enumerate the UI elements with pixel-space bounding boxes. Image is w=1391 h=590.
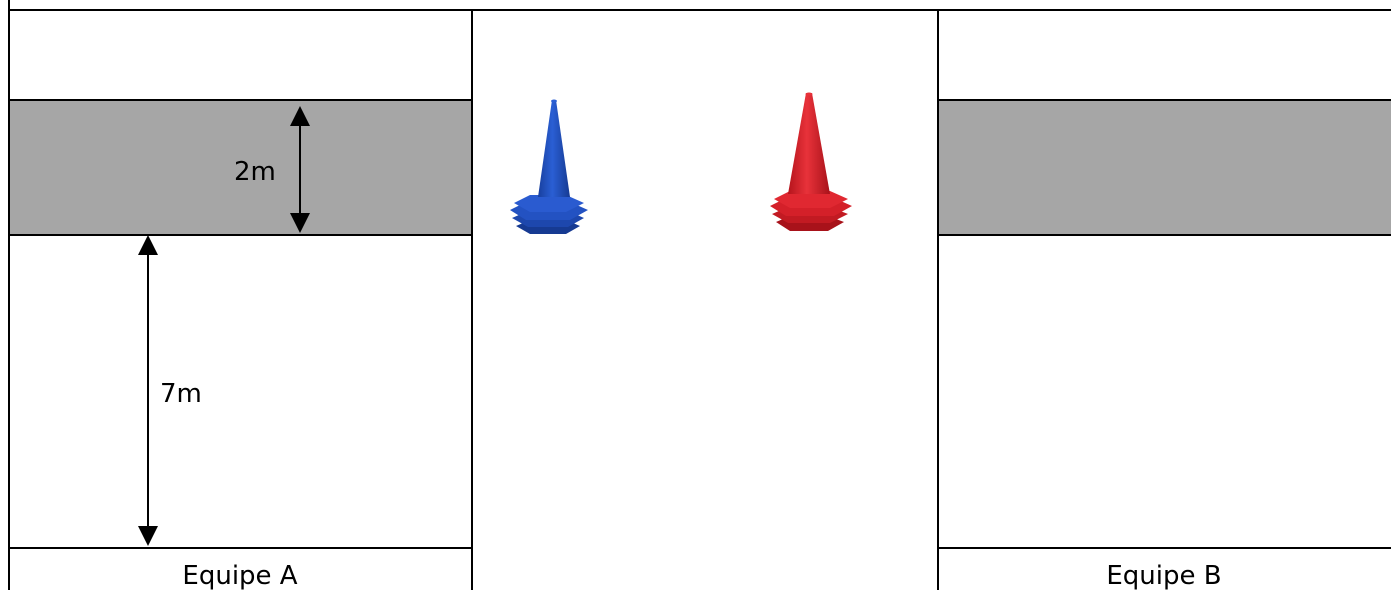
table-grid <box>9 0 1391 590</box>
zone-width-label: 2m <box>234 157 276 187</box>
red-cone-stack-icon <box>770 93 852 232</box>
distance-label: 7m <box>160 379 202 409</box>
team-a-label: Equipe A <box>182 561 297 590</box>
team-b-label: Equipe B <box>1106 561 1221 590</box>
grey-zone-right <box>938 100 1391 235</box>
blue-cone-stack-icon <box>510 100 588 235</box>
